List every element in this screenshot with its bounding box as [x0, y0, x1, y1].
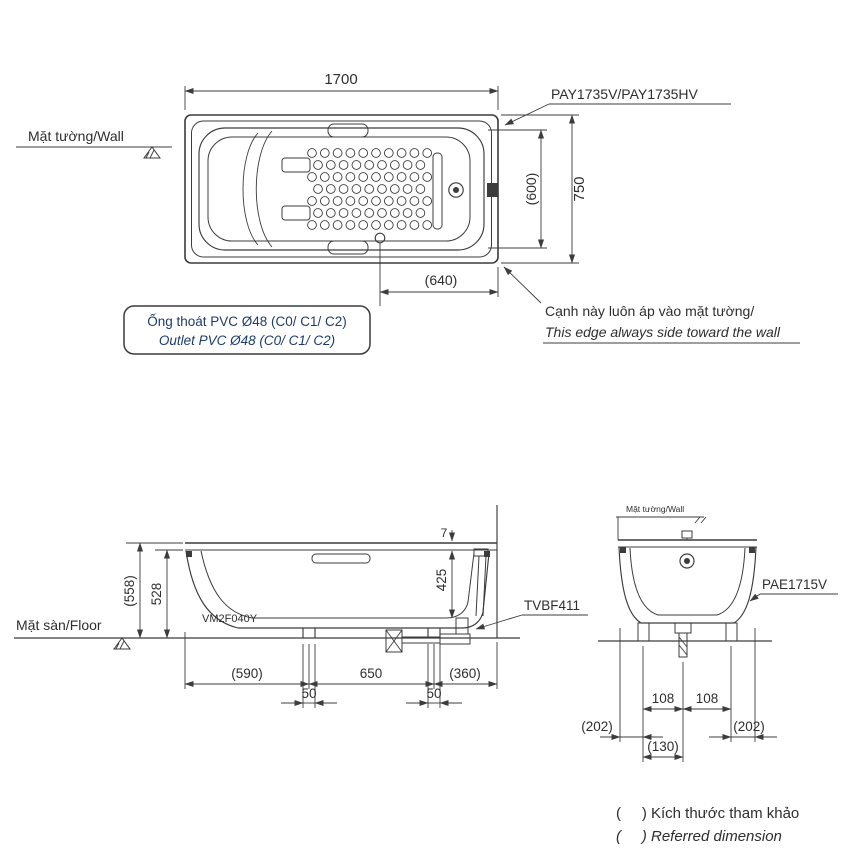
dim-750-label: 750 — [571, 176, 588, 201]
outer-shell-left — [185, 550, 239, 629]
dim-108-right-label: 108 — [696, 691, 719, 706]
dim-590-label: (590) — [231, 666, 263, 681]
wall-label-group: Mặt tường/Wall — [16, 128, 172, 159]
model-label-group: PAY1735V/PAY1735HV — [504, 86, 731, 126]
legend: ( ) Kích thước tham khảo ( ) Referred di… — [616, 805, 799, 845]
tub-end-section — [598, 530, 772, 658]
edge-note-vi: Cạnh này luôn áp vào mặt tường/ — [545, 303, 754, 319]
end-leg-left — [637, 622, 650, 642]
dim-650-label: 650 — [360, 666, 383, 681]
dim-528-label: 528 — [149, 583, 164, 606]
outlet-callout: Ống thoát PVC Ø48 (C0/ C1/ C2) Outlet PV… — [123, 305, 371, 355]
end-model-label-group: PAE1715V — [749, 577, 838, 602]
end-wall-label: Mặt tường/Wall — [626, 504, 684, 514]
end-drain — [674, 622, 692, 658]
end-overflow-hole — [679, 553, 695, 569]
basin-interior — [200, 550, 475, 619]
dim-50-left-label: 50 — [301, 686, 316, 701]
dim-7-label: 7 — [441, 526, 448, 540]
overflow-pipe — [473, 548, 489, 617]
dim-750: 750 — [501, 114, 588, 264]
dim-108-left-label: 108 — [652, 691, 675, 706]
edge-note: Cạnh này luôn áp vào mặt tường/ This edg… — [503, 266, 800, 344]
drain-assembly — [385, 617, 471, 653]
dim-202-right-label: (202) — [733, 719, 765, 734]
right-slot — [432, 152, 443, 230]
end-basin-interior — [629, 547, 746, 616]
dim-528: 528 — [149, 549, 183, 639]
wall-hatch-symbol — [143, 146, 161, 159]
top-view: Mặt tường/Wall — [16, 71, 800, 355]
dim-558-label: (558) — [122, 575, 137, 607]
faucet-fitting — [681, 530, 693, 539]
outer-shell-right — [461, 552, 490, 629]
end-model-label: PAE1715V — [762, 577, 827, 592]
dim-558: (558) — [122, 542, 183, 639]
end-bottom-dims: 108 108 (202) (202) (130) — [581, 628, 777, 762]
end-leg-right — [725, 622, 738, 642]
apron-part-label: VM2F040Y — [202, 613, 258, 625]
rim-fitting — [487, 183, 498, 197]
bottom-grip-handle — [327, 240, 369, 255]
overflow-hole — [448, 182, 464, 198]
floor-label-group: Mặt sàn/Floor — [14, 617, 520, 650]
floor-trap — [385, 629, 403, 653]
dim-50-right-label: 50 — [426, 686, 441, 701]
left-slot-upper — [281, 157, 311, 173]
dim-7: 7 — [441, 526, 456, 542]
dim-130-label: (130) — [647, 739, 679, 754]
dim-202-left-label: (202) — [581, 719, 613, 734]
anti-slip-holes — [307, 148, 433, 230]
dim-425-label: 425 — [434, 569, 449, 592]
tub-section: VM2F040Y — [185, 505, 498, 653]
legend-vi: ( ) Kích thước tham khảo — [616, 805, 799, 822]
wall-label: Mặt tường/Wall — [28, 128, 124, 144]
left-slot-lower — [281, 205, 311, 221]
tub-rim-edge — [191, 120, 492, 258]
basin-slope-contour — [242, 132, 259, 246]
outlet-note-en: Outlet PVC Ø48 (C0/ C1/ C2) — [159, 333, 335, 348]
outlet-note-vi: Ống thoát PVC Ø48 (C0/ C1/ C2) — [147, 314, 347, 329]
drain-hole — [374, 232, 386, 244]
top-grip-handle — [327, 123, 369, 138]
dim-360-label: (360) — [449, 666, 481, 681]
dim-640: (640) — [379, 243, 499, 306]
drain-kit-label-group: TVBF411 — [475, 598, 588, 630]
floor-hatch-symbol — [113, 637, 131, 650]
overflow-hole-center — [453, 187, 459, 193]
dim-600-label: (600) — [523, 173, 539, 206]
floor-label: Mặt sàn/Floor — [16, 617, 102, 633]
dim-640-label: (640) — [425, 272, 458, 288]
dim-1700: 1700 — [184, 71, 499, 110]
side-bottom-dims: (590) 650 (360) — [184, 632, 498, 689]
drain-kit-label: TVBF411 — [524, 598, 580, 613]
dim-1700-label: 1700 — [324, 71, 357, 88]
tub-plan — [184, 114, 499, 264]
handle-side — [311, 553, 371, 564]
dim-600: (600) — [488, 129, 547, 249]
dim-425: 425 — [434, 550, 456, 619]
side-offset-dims: 50 50 — [281, 644, 462, 708]
end-view: Mặt tường/Wall — [581, 504, 838, 762]
model-label: PAY1735V/PAY1735HV — [551, 86, 698, 102]
tub-basin-edge — [198, 127, 485, 251]
edge-note-en: This edge always side toward the wall — [545, 324, 781, 340]
outlet-callout-box — [123, 305, 371, 355]
side-view: Mặt sàn/Floor — [14, 505, 588, 708]
legend-en: ( ) Referred dimension — [616, 828, 782, 845]
end-wall-label-group: Mặt tường/Wall — [616, 504, 707, 540]
